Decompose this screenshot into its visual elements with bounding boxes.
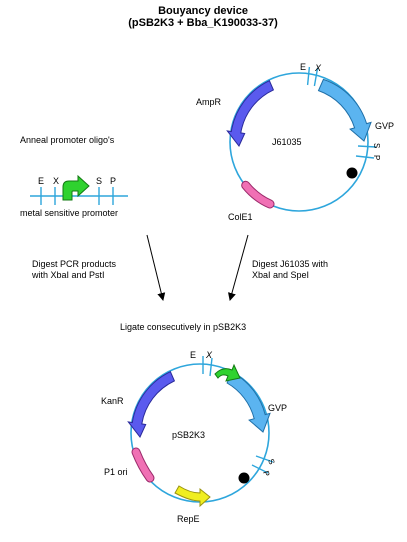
- diagram-title: Bouyancy device: [158, 5, 248, 17]
- site-e-label-bottom: E: [190, 350, 196, 360]
- site-e-label-top: E: [300, 62, 306, 72]
- left-step-line2: with XbaI and PstI: [31, 270, 105, 280]
- diagram-subtitle: (pSB2K3 + Bba_K190033-37): [128, 17, 278, 29]
- anneal-step-label: Anneal promoter oligo's: [20, 135, 115, 145]
- terminator-dot-top: [346, 167, 358, 179]
- right-step-line1: Digest J61035 with: [252, 259, 328, 269]
- cole1-label: ColE1: [228, 212, 253, 222]
- promoter-name: metal sensitive promoter: [20, 208, 118, 218]
- ampr-label: AmpR: [196, 97, 222, 107]
- ligate-step-label: Ligate consecutively in pSB2K3: [120, 322, 246, 332]
- site-x-tick-top: [313, 67, 319, 87]
- site-p-label-top: P: [372, 155, 381, 160]
- site-s-label-top: S: [372, 143, 381, 148]
- j61035-name: J61035: [272, 137, 302, 147]
- cole1-segment: [242, 181, 274, 208]
- promoter-site-e-label: E: [38, 176, 44, 186]
- site-s-label-bottom: S: [266, 458, 276, 466]
- site-s-tick-bottom: [255, 455, 274, 463]
- promoter-site-p-label: P: [110, 176, 116, 186]
- repe-arrow: [174, 485, 211, 508]
- process-steps: Digest PCR products with XbaI and PstI D…: [31, 234, 328, 332]
- site-s-tick-top: [357, 145, 377, 148]
- promoter-site-x-label: X: [53, 176, 59, 186]
- right-step-line2: XbaI and SpeI: [252, 270, 309, 280]
- promoter-arrow-bottom: [214, 363, 241, 382]
- kanr-label: KanR: [101, 396, 124, 406]
- j61035-backbone: [229, 72, 369, 212]
- kanr-arrow: [127, 371, 176, 438]
- site-p-label-bottom: P: [261, 470, 271, 478]
- terminator-dot-bottom: [238, 472, 250, 484]
- promoter-construct: Anneal promoter oligo's E X S P metal se…: [20, 135, 128, 218]
- promoter-site-s-label: S: [96, 176, 102, 186]
- left-step-arrow: [146, 234, 166, 301]
- plasmid-j61035: E X S P J61035 AmpR GVP ColE1: [196, 62, 394, 222]
- gvp-arrow-bottom: [226, 371, 271, 433]
- p1-ori-segment: [132, 448, 154, 482]
- promoter-arrow: [62, 174, 90, 201]
- gvp-label-bottom: GVP: [268, 403, 287, 413]
- site-x-tick-bottom: [209, 357, 213, 377]
- p1-ori-label: P1 ori: [104, 467, 128, 477]
- site-x-label-bottom: X: [205, 350, 213, 360]
- left-step-line1: Digest PCR products: [32, 259, 117, 269]
- right-step-arrow: [228, 234, 249, 301]
- site-e-tick-top: [306, 66, 311, 86]
- gvp-arrow: [317, 78, 372, 142]
- site-x-label-top: X: [314, 63, 322, 73]
- gvp-label-top: GVP: [375, 121, 394, 131]
- plasmid-psb2k3: E X S P pSB2K3 KanR GVP P1 ori RepE: [101, 350, 287, 524]
- psb2k3-name: pSB2K3: [172, 430, 205, 440]
- ampr-arrow: [226, 80, 275, 147]
- site-p-tick-bottom: [251, 464, 269, 474]
- site-p-tick-top: [355, 155, 375, 159]
- repe-label: RepE: [177, 514, 200, 524]
